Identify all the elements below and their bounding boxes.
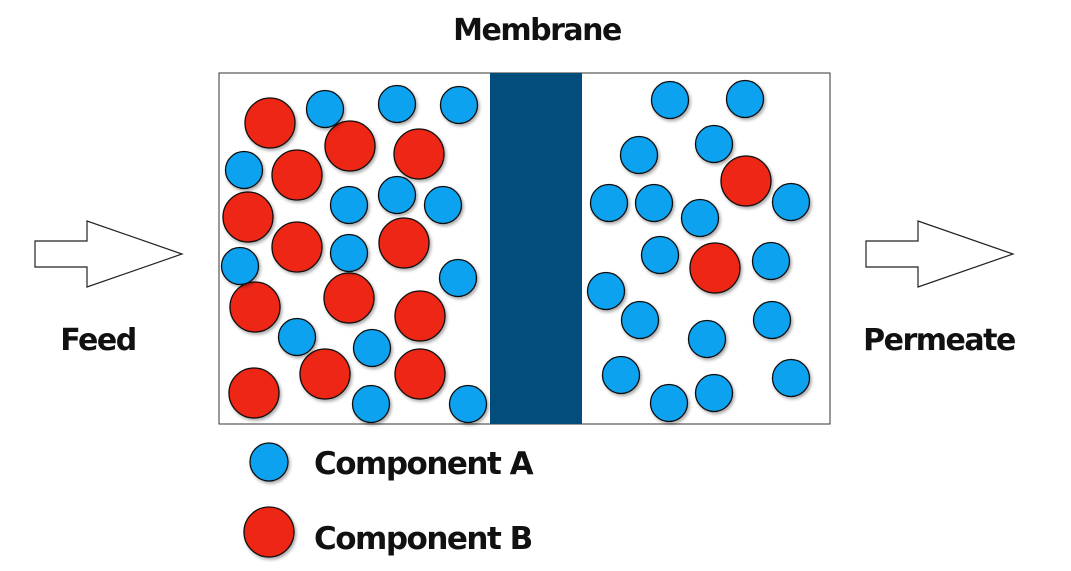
component-b-particle — [222, 191, 274, 243]
component-b-particle — [299, 348, 351, 400]
component-a-particle — [680, 198, 720, 238]
component-a-label: Component A — [314, 446, 534, 482]
component-a-particle — [448, 384, 488, 424]
component-a-particle — [439, 85, 479, 125]
component-b-icon — [243, 506, 295, 558]
component-b-particle — [229, 281, 281, 333]
component-a-particle — [725, 79, 765, 119]
permeate-label: Permeate — [863, 323, 1015, 358]
component-a-particle — [586, 271, 626, 311]
component-b-particle — [378, 217, 430, 269]
permeate-arrow-icon — [865, 220, 1015, 288]
component-b-particle — [324, 120, 376, 172]
component-a-particle — [694, 124, 734, 164]
component-a-particle — [352, 328, 392, 368]
component-a-particle — [619, 135, 659, 175]
component-a-particle — [423, 185, 463, 225]
component-a-particle — [277, 317, 317, 357]
component-a-particle — [634, 183, 674, 223]
component-b-particle — [689, 242, 741, 294]
component-a-particle — [771, 358, 811, 398]
component-a-particle — [601, 355, 641, 395]
component-a-particle — [377, 175, 417, 215]
component-a-particle — [220, 246, 260, 286]
particles-layer — [220, 79, 811, 424]
feed-arrow-icon — [34, 220, 184, 288]
component-a-particle — [752, 300, 792, 340]
component-a-icon — [249, 442, 289, 482]
component-a-particle — [589, 183, 629, 223]
component-a-particle — [649, 383, 689, 423]
component-b-particle — [244, 97, 296, 149]
diagram-title: Membrane — [453, 13, 621, 48]
component-a-particle — [620, 300, 660, 340]
component-a-particle — [751, 241, 791, 281]
component-a-particle — [329, 233, 369, 273]
component-a-particle — [351, 384, 391, 424]
component-b-particle — [394, 290, 446, 342]
component-a-particle — [305, 89, 345, 129]
component-b-particle — [393, 128, 445, 180]
component-a-particle — [687, 319, 727, 359]
component-b-particle — [323, 272, 375, 324]
component-a-particle — [771, 182, 811, 222]
component-a-particle — [438, 258, 478, 298]
component-a-particle — [329, 185, 369, 225]
component-a-particle — [650, 80, 690, 120]
component-b-particle — [228, 367, 280, 419]
membrane-bar — [490, 73, 582, 424]
component-a-particle — [640, 235, 680, 275]
component-a-particle — [694, 373, 734, 413]
component-b-particle — [271, 149, 323, 201]
component-b-particle — [271, 221, 323, 273]
component-b-label: Component B — [314, 521, 532, 557]
feed-label: Feed — [60, 323, 135, 358]
component-a-particle — [377, 84, 417, 124]
component-b-particle — [394, 348, 446, 400]
component-b-particle — [720, 155, 772, 207]
component-a-particle — [224, 150, 264, 190]
